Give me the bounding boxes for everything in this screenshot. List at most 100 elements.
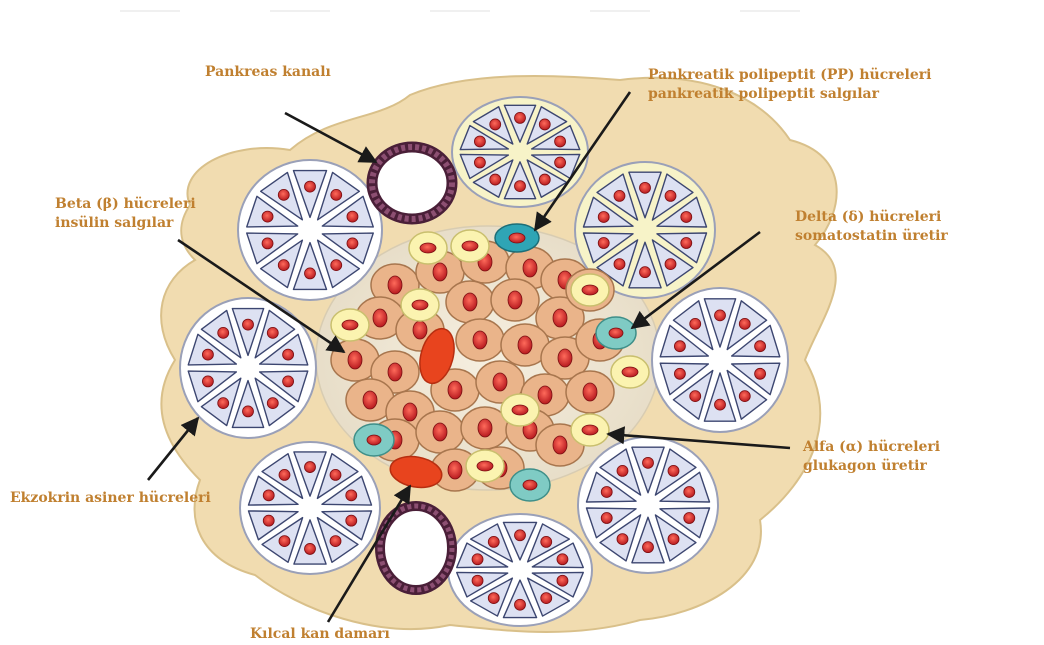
nucleus: [305, 462, 316, 473]
nucleus: [523, 259, 537, 277]
nucleus: [558, 349, 572, 367]
nucleus: [668, 465, 679, 476]
nucleus: [515, 530, 526, 541]
nucleus: [278, 189, 289, 200]
beta-cell: [491, 279, 539, 321]
alpha-cell: [571, 274, 609, 306]
nucleus: [715, 310, 726, 321]
nucleus: [582, 425, 598, 435]
delta-cell: [354, 424, 394, 456]
nucleus: [617, 465, 628, 476]
label-acinar-cells: Ekzokrin asiner hücreleri: [10, 489, 211, 508]
nucleus: [346, 515, 357, 526]
nucleus: [388, 363, 402, 381]
nucleus: [403, 403, 417, 421]
beta-cell: [416, 411, 464, 453]
label-alpha-cells-line1: Alfa (α) hücreleri: [803, 438, 940, 457]
nucleus: [617, 534, 628, 545]
nucleus: [557, 554, 568, 565]
beta-cell: [456, 319, 504, 361]
label-pp-cells-line2: pankreatik polipeptit salgılar: [648, 85, 931, 104]
nucleus: [538, 386, 552, 404]
nucleus: [262, 238, 273, 249]
nucleus: [346, 490, 357, 501]
nucleus: [515, 112, 526, 123]
nucleus: [388, 276, 402, 294]
nucleus: [263, 515, 274, 526]
nucleus: [474, 136, 485, 147]
nucleus: [463, 293, 477, 311]
acinar-group: [452, 97, 588, 207]
nucleus: [674, 341, 685, 352]
nucleus: [488, 593, 499, 604]
nucleus: [643, 457, 654, 468]
nucleus: [674, 368, 685, 379]
nucleus: [472, 575, 483, 586]
label-pancreatic-duct: Pankreas kanalı: [205, 63, 331, 82]
pp-cell: [495, 224, 539, 252]
alpha-cell: [331, 309, 369, 341]
nucleus: [305, 181, 316, 192]
nucleus: [640, 267, 651, 278]
nucleus: [462, 241, 478, 251]
beta-cell: [446, 281, 494, 323]
nucleus: [243, 319, 254, 330]
delta-cell: [510, 469, 550, 501]
nucleus: [755, 341, 766, 352]
nucleus: [448, 381, 462, 399]
nucleus: [283, 349, 294, 360]
acinar-group: [652, 288, 788, 432]
nucleus: [755, 368, 766, 379]
label-beta-cells-line1: Beta (β) hücreleri: [55, 195, 196, 214]
nucleus: [715, 399, 726, 410]
nucleus: [218, 398, 229, 409]
label-pp-cells: Pankreatik polipeptit (PP) hücreleri pan…: [648, 66, 931, 104]
nucleus: [640, 182, 651, 193]
nucleus: [490, 119, 501, 130]
nucleus: [739, 391, 750, 402]
nucleus: [557, 575, 568, 586]
nucleus: [279, 536, 290, 547]
nucleus: [583, 383, 597, 401]
nucleus: [539, 119, 550, 130]
nucleus: [609, 328, 623, 338]
beta-cell: [566, 371, 614, 413]
nucleus: [278, 260, 289, 271]
nucleus: [263, 490, 274, 501]
nucleus: [684, 486, 695, 497]
alpha-cell: [401, 289, 439, 321]
nucleus: [488, 536, 499, 547]
nucleus: [681, 238, 692, 249]
nucleus: [598, 238, 609, 249]
nucleus: [515, 599, 526, 610]
nucleus: [668, 534, 679, 545]
nucleus: [202, 349, 213, 360]
nucleus: [690, 318, 701, 329]
nucleus: [342, 320, 358, 330]
nucleus: [412, 300, 428, 310]
nucleus: [478, 419, 492, 437]
nucleus: [367, 435, 381, 445]
nucleus: [509, 233, 525, 243]
nucleus: [473, 331, 487, 349]
nucleus: [681, 211, 692, 222]
nucleus: [508, 291, 522, 309]
nucleus: [420, 243, 436, 253]
nucleus: [347, 238, 358, 249]
alpha-cell: [409, 232, 447, 264]
nucleus: [477, 461, 493, 471]
label-beta-cells: Beta (β) hücreleri insülin salgılar: [55, 195, 196, 233]
nucleus: [279, 469, 290, 480]
nucleus: [331, 260, 342, 271]
nucleus: [622, 367, 638, 377]
nucleus: [523, 480, 537, 490]
label-capillary: Kılcal kan damarı: [250, 625, 390, 644]
nucleus: [541, 536, 552, 547]
nucleus: [601, 513, 612, 524]
nucleus: [267, 327, 278, 338]
nucleus: [305, 543, 316, 554]
nucleus: [262, 211, 273, 222]
delta-cell: [596, 317, 636, 349]
pancreatic-duct: [372, 147, 452, 219]
